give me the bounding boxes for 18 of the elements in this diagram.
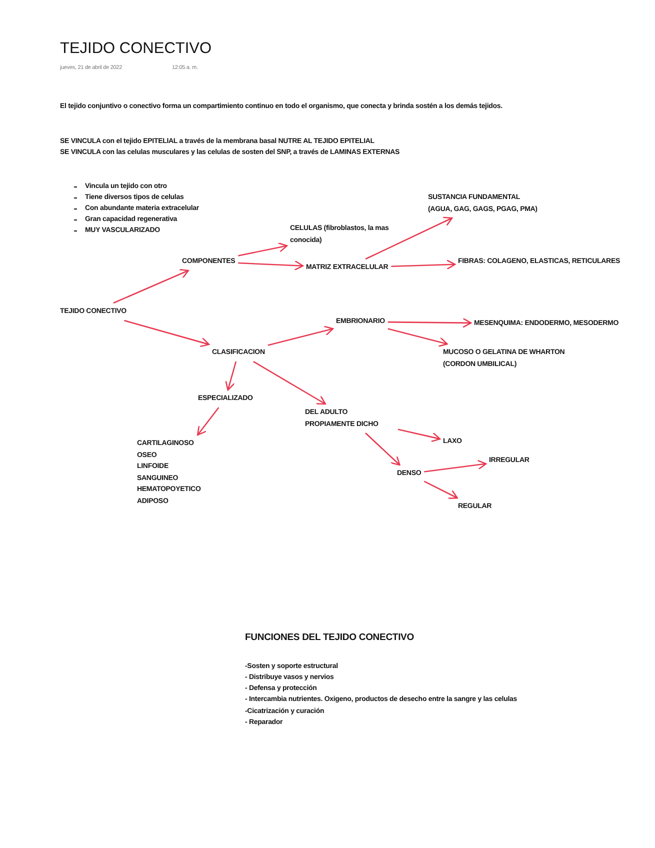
arrow	[365, 432, 400, 466]
arrow	[365, 216, 453, 260]
arrow	[391, 260, 456, 270]
arrow	[424, 460, 487, 472]
arrow	[238, 242, 288, 256]
arrow	[268, 326, 334, 346]
arrow	[252, 360, 326, 405]
arrow	[398, 428, 441, 442]
arrow	[225, 361, 237, 391]
arrow	[424, 480, 458, 500]
arrow	[238, 260, 304, 271]
page-title: TEJIDO CONECTIVO	[60, 39, 212, 59]
arrow	[124, 320, 210, 348]
arrow	[388, 328, 448, 347]
arrow	[388, 318, 472, 328]
arrow	[113, 268, 190, 304]
section-heading: FUNCIONES DEL TEJIDO CONECTIVO	[245, 632, 414, 643]
arrow	[197, 407, 220, 436]
